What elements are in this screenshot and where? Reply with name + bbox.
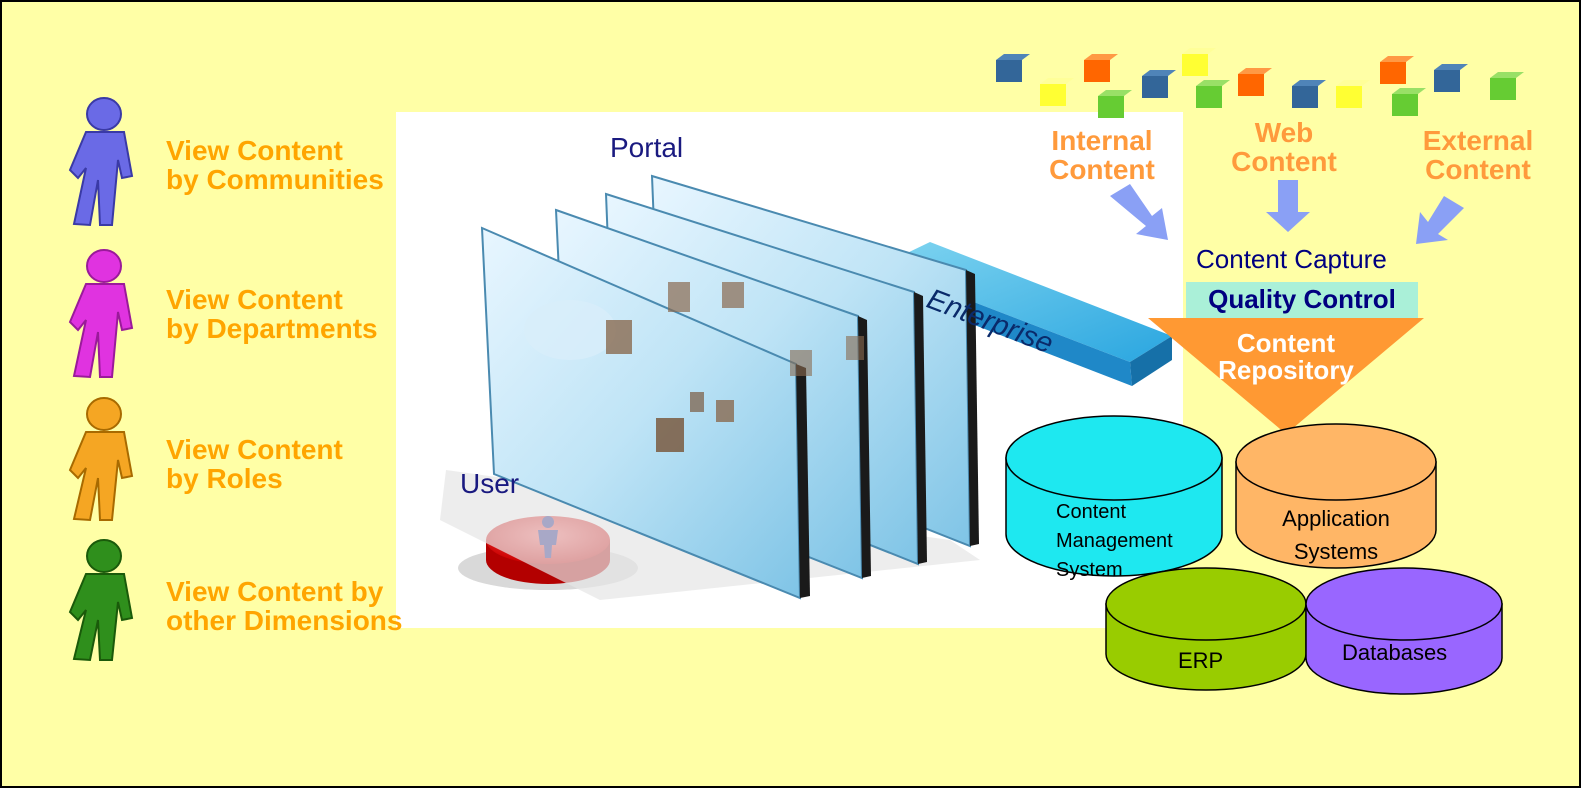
repository-line2: Repository	[1218, 355, 1354, 385]
arrow-internal-down-right	[1110, 184, 1168, 240]
quality-control-band	[1186, 282, 1418, 318]
databases-cylinder	[1305, 567, 1503, 695]
cube-orange	[1380, 56, 1414, 84]
apps-line1: Application	[1282, 506, 1390, 531]
cube-blue	[996, 54, 1030, 82]
person-icon-other-dimensions	[68, 539, 134, 662]
view-label-line1: View Content	[166, 434, 343, 465]
portal-photo	[790, 350, 812, 376]
source-label-line1: Web	[1254, 117, 1314, 148]
cms-label: Content Management System	[1056, 498, 1173, 585]
cube-orange	[1238, 68, 1272, 96]
quality-control-label: Quality Control	[1208, 284, 1396, 314]
databases-label: Databases	[1342, 640, 1448, 665]
view-label-line1: View Content by	[166, 576, 384, 607]
cube-blue	[1292, 80, 1326, 108]
person-icon-departments	[68, 249, 134, 379]
source-label-internal: Internal Content	[1036, 126, 1168, 184]
portal-panel-1	[480, 226, 810, 600]
repository-line1: Content	[1236, 328, 1336, 358]
portal-photo	[846, 336, 864, 360]
portal-photo	[668, 282, 690, 312]
cube-yellow	[1182, 48, 1216, 76]
content-cubes	[996, 48, 1524, 118]
arrow-external-down-left	[1416, 196, 1464, 244]
view-label-line2: by Communities	[166, 164, 384, 195]
cube-orange	[1084, 54, 1118, 82]
view-label-line2: by Roles	[166, 463, 283, 494]
source-label-web: Web Content	[1218, 118, 1350, 176]
view-label-communities: View Content by Communities	[166, 136, 384, 194]
view-label-line2: by Departments	[166, 313, 378, 344]
person-icon-communities	[68, 97, 134, 227]
cube-blue	[1142, 70, 1176, 98]
cube-green	[1098, 90, 1132, 118]
erp-cylinder	[1105, 567, 1307, 691]
content-repository-label: Content Repository	[1196, 330, 1376, 384]
cube-yellow	[1040, 78, 1074, 106]
apps-line2: Systems	[1293, 539, 1379, 564]
arrow-web-down	[1266, 180, 1310, 232]
view-label-departments: View Content by Departments	[166, 285, 378, 343]
view-label-line1: View Content	[166, 284, 343, 315]
source-label-line1: External	[1422, 125, 1534, 156]
source-label-line2: Content	[1049, 154, 1155, 185]
source-label-line2: Content	[1231, 146, 1337, 177]
source-label-line1: Internal	[1051, 125, 1153, 156]
portal-label: Portal	[610, 132, 684, 163]
application-systems-cylinder	[1235, 423, 1437, 569]
user-label: User	[460, 468, 520, 499]
cube-green	[1490, 72, 1524, 100]
cms-line3: System	[1056, 559, 1123, 581]
cube-green	[1196, 80, 1230, 108]
cube-blue	[1434, 64, 1468, 92]
source-label-external: External Content	[1408, 126, 1548, 184]
source-label-line2: Content	[1425, 154, 1531, 185]
view-label-roles: View Content by Roles	[166, 435, 343, 493]
cms-cylinder	[1005, 415, 1223, 577]
person-icon-roles	[68, 397, 134, 522]
cube-yellow	[1336, 80, 1370, 108]
view-label-other-dimensions: View Content by other Dimensions	[166, 577, 402, 635]
portal-photo	[722, 282, 744, 308]
cube-green	[1392, 88, 1426, 116]
content-repository-funnel	[1148, 318, 1424, 434]
view-label-line2: other Dimensions	[166, 605, 403, 636]
application-systems-label: Application Systems	[1246, 502, 1426, 568]
erp-label: ERP	[1178, 648, 1224, 673]
content-capture-label: Content Capture	[1196, 244, 1387, 274]
cms-line1: Content	[1056, 501, 1127, 523]
view-label-line1: View Content	[166, 135, 343, 166]
cms-line2: Management	[1056, 530, 1173, 552]
